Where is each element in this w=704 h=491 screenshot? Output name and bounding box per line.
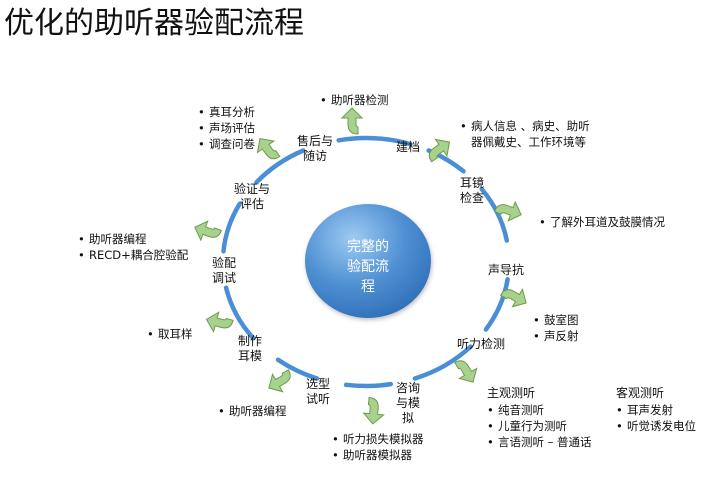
note-item: 助听器检测: [320, 92, 389, 108]
ring-arc-segment: [221, 201, 242, 254]
notes-otoscopy: 了解外耳道及鼓膜情况: [539, 214, 665, 230]
note-item: 取耳样: [147, 326, 193, 342]
page-title: 优化的助听器验配流程: [4, 6, 304, 41]
callout-arrow-icon: [362, 396, 385, 425]
notes-fitting-adjustment: 助听器编程 RECD+耦合腔验配: [78, 231, 188, 263]
callout-arrow-icon: [340, 107, 364, 135]
notes-acoustic-immittance: 鼓室图 声反射: [533, 312, 579, 344]
notes-earmold-making: 取耳样: [147, 326, 193, 342]
note-item: 耳声发射: [616, 402, 696, 418]
stage-label-line: 制作: [238, 334, 263, 348]
notes-selection-trial: 助听器编程: [218, 403, 287, 419]
callout-arrow-icon: [194, 220, 222, 242]
stage-label-line: 与模: [396, 396, 421, 410]
stage-label-line: 验配: [212, 256, 237, 270]
ring-arc-segment: [254, 148, 306, 185]
note-item: 儿童行为测听: [487, 418, 592, 434]
subjective-audiometry-header: 主观测听: [487, 386, 536, 400]
stage-counseling-simulation: 咨询 与模 拟: [396, 381, 420, 426]
stage-aftersale-followup: 售后与 随访: [297, 134, 333, 164]
stage-selection-trial: 选型 试听: [306, 377, 330, 407]
callout-arrow-icon: [499, 288, 527, 308]
ring-arc-segment: [426, 148, 466, 174]
stage-otoscopy: 耳镜 检查: [460, 176, 484, 206]
notes-aftersale: 助听器检测: [320, 92, 389, 108]
ring-arc-segment: [336, 135, 413, 147]
center-label-line: 程: [361, 279, 375, 295]
callout-arrow-icon: [428, 138, 451, 163]
cycle-ring: [221, 135, 510, 389]
stage-label-line: 随访: [303, 149, 328, 163]
ring-arc-segment: [483, 277, 510, 332]
stage-label-line: 声导抗: [488, 263, 525, 277]
center-label-line: 完整的: [347, 239, 389, 255]
ring-arc-segment: [412, 344, 473, 381]
stage-fitting-adjustment: 验配 调试: [212, 256, 236, 286]
note-item: 助听器编程: [218, 403, 287, 419]
center-label: 完整的 验配流 程: [318, 237, 418, 297]
notes-objective-audiometry: 耳声发射 听觉诱发电位: [616, 402, 696, 434]
notes-verification-evaluation: 真耳分析 声场评估 调查问卷: [198, 104, 255, 152]
note-item: 鼓室图: [533, 312, 579, 328]
stage-label-line: 选型: [306, 377, 331, 391]
stage-label-line: 耳模: [238, 349, 263, 363]
stage-label-line: 检查: [460, 191, 485, 205]
callout-arrow-icon: [494, 200, 522, 222]
callout-arrow-icon: [454, 360, 478, 383]
notes-counseling-simulation: 听力损失模拟器 助听器模拟器: [332, 431, 424, 463]
ring-arc-segment: [223, 285, 256, 341]
note-item: 纯音测听: [487, 402, 592, 418]
notes-file-creation: 病人信息 、病史、助听器佩戴史、工作环境等: [460, 118, 598, 150]
ring-arc-segment: [479, 186, 510, 243]
stage-label-line: 咨询: [396, 381, 421, 395]
note-item: 助听器编程: [78, 231, 188, 247]
note-item: 声场评估: [198, 120, 255, 136]
stage-label-line: 评估: [240, 197, 265, 211]
objective-audiometry-header: 客观测听: [616, 386, 665, 400]
note-item: 言语测听 – 普通话: [487, 434, 592, 450]
stage-earmold-making: 制作 耳模: [238, 334, 262, 364]
ring-arc-segment: [275, 357, 320, 381]
note-item: 病人信息 、病史、助听器佩戴史、工作环境等: [460, 118, 598, 150]
stage-label-line: 建档: [396, 140, 421, 154]
stage-file-creation: 建档: [396, 140, 420, 155]
stage-label-line: 耳镜: [460, 176, 485, 190]
note-item: 真耳分析: [198, 104, 255, 120]
stage-acoustic-immittance: 声导抗: [488, 263, 524, 278]
ring-arc-segment: [343, 381, 394, 389]
note-item: 听力损失模拟器: [332, 431, 424, 447]
note-item: 助听器模拟器: [332, 447, 424, 463]
stage-label-line: 试听: [306, 392, 331, 406]
callout-arrow-icon: [268, 369, 291, 393]
stage-label-line: 调试: [212, 271, 237, 285]
callout-arrows: [194, 107, 527, 425]
note-item: 调查问卷: [198, 136, 255, 152]
stage-label-line: 拟: [402, 411, 415, 425]
callout-arrow-icon: [205, 311, 234, 333]
note-item: 听觉诱发电位: [616, 418, 696, 434]
stage-hearing-test: 听力检测: [457, 337, 505, 352]
note-item: RECD+耦合腔验配: [78, 247, 188, 263]
notes-subjective-audiometry: 纯音测听 儿童行为测听 言语测听 – 普通话: [487, 402, 592, 450]
stage-label-line: 售后与: [297, 134, 334, 148]
stage-label-line: 验证与: [234, 182, 271, 196]
note-item: 了解外耳道及鼓膜情况: [539, 214, 665, 230]
center-circle: [305, 204, 431, 318]
center-label-line: 验配流: [347, 259, 389, 275]
stage-label-line: 听力检测: [457, 337, 506, 351]
callout-arrow-icon: [256, 137, 281, 160]
note-item: 声反射: [533, 328, 579, 344]
stage-verification-evaluation: 验证与 评估: [234, 182, 270, 212]
